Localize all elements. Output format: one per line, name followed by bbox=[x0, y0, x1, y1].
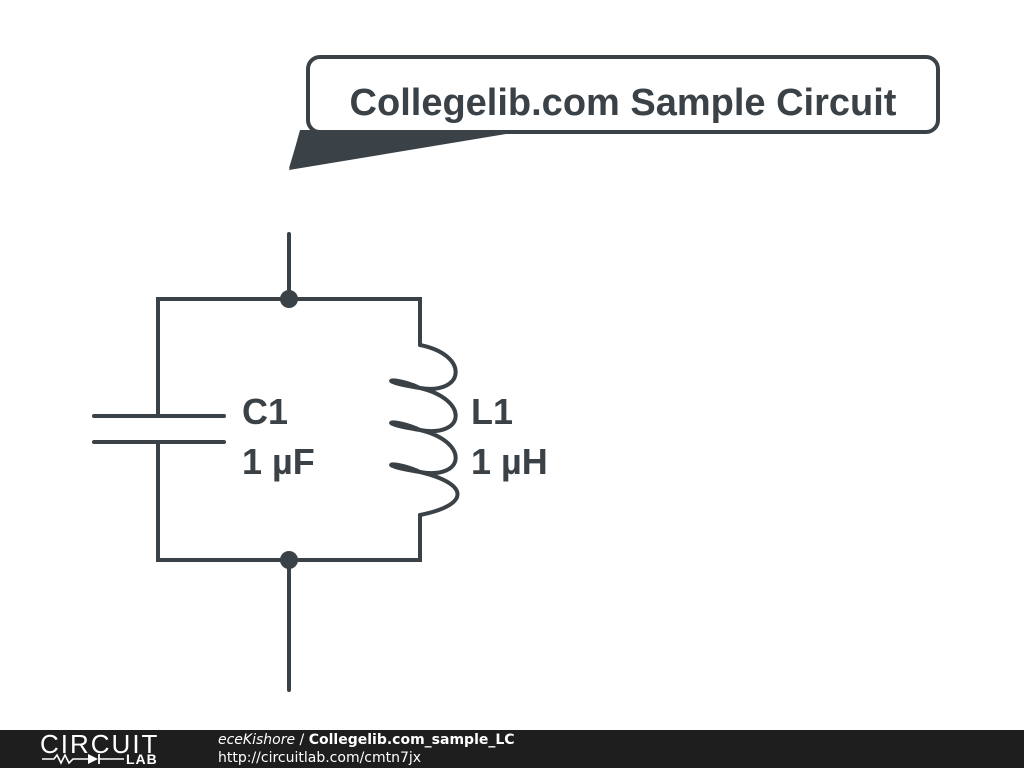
footer-url[interactable]: http://circuitlab.com/cmtn7jx bbox=[218, 750, 422, 766]
top-bus-wire bbox=[156, 297, 422, 418]
logo-top-text: CIRCUIT bbox=[40, 729, 160, 759]
callout: Collegelib.com Sample Circuit bbox=[289, 55, 940, 170]
capacitor-designator: C1 bbox=[242, 391, 288, 432]
inductor-coil bbox=[389, 343, 460, 517]
callout-box bbox=[306, 55, 940, 134]
footer-separator: / bbox=[295, 732, 309, 748]
callout-pointer-base bbox=[289, 130, 530, 170]
capacitor-value: 1 µF bbox=[242, 441, 315, 482]
inductor-l1 bbox=[389, 343, 460, 517]
inductor-designator: L1 bbox=[471, 391, 513, 432]
project-link[interactable]: Collegelib.com_sample_LC bbox=[308, 732, 515, 748]
bottom-junction-dot bbox=[280, 551, 298, 569]
footer-title-line: eceKishore / Collegelib.com_sample_LC bbox=[218, 731, 515, 749]
callout-text: Collegelib.com Sample Circuit bbox=[350, 82, 897, 124]
inductor-value: 1 µH bbox=[471, 441, 548, 482]
logo-circuit-symbol-icon bbox=[42, 753, 124, 765]
author-link[interactable]: eceKishore bbox=[218, 732, 296, 748]
top-junction-dot bbox=[280, 290, 298, 308]
circuitlab-logo[interactable]: CIRCUIT LAB bbox=[40, 730, 180, 768]
footer-info: eceKishore / Collegelib.com_sample_LC ht… bbox=[218, 731, 515, 767]
logo-bottom-text: LAB bbox=[126, 751, 158, 767]
footer-bar: CIRCUIT LAB eceKishore / Collegelib.com_… bbox=[0, 730, 1024, 768]
circuit-schematic: Collegelib.com Sample Circuit C1 1 µF L1… bbox=[92, 55, 940, 692]
capacitor-c1 bbox=[92, 414, 226, 444]
